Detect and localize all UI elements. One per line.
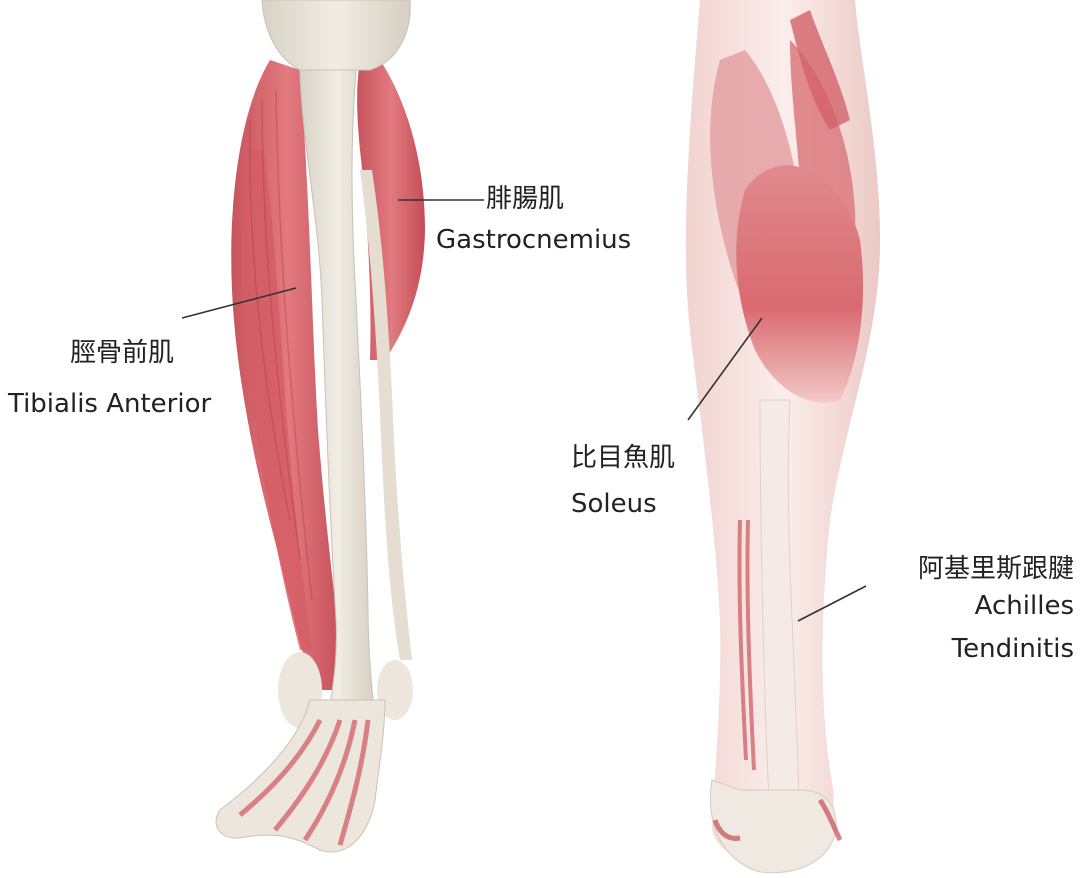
achilles-label-en-line2: Tendinitis: [952, 633, 1074, 665]
heel-bone: [710, 780, 836, 873]
gastrocnemius-label-zh: 腓腸肌: [486, 183, 564, 215]
knee-bone: [262, 0, 410, 70]
achilles-label-en-line1: Achilles: [975, 590, 1074, 622]
soleus-label-en: Soleus: [571, 488, 657, 520]
posterior-leg-illustration: [686, 0, 880, 873]
achilles-label-zh: 阿基里斯跟腱: [918, 553, 1074, 585]
gastrocnemius-label-en: Gastrocnemius: [436, 224, 631, 256]
soleus-label-zh: 比目魚肌: [571, 442, 675, 474]
tibialis-label-en: Tibialis Anterior: [8, 388, 211, 420]
tibialis-label-zh: 脛骨前肌: [70, 337, 174, 369]
anterior-leg-illustration: [216, 0, 425, 852]
